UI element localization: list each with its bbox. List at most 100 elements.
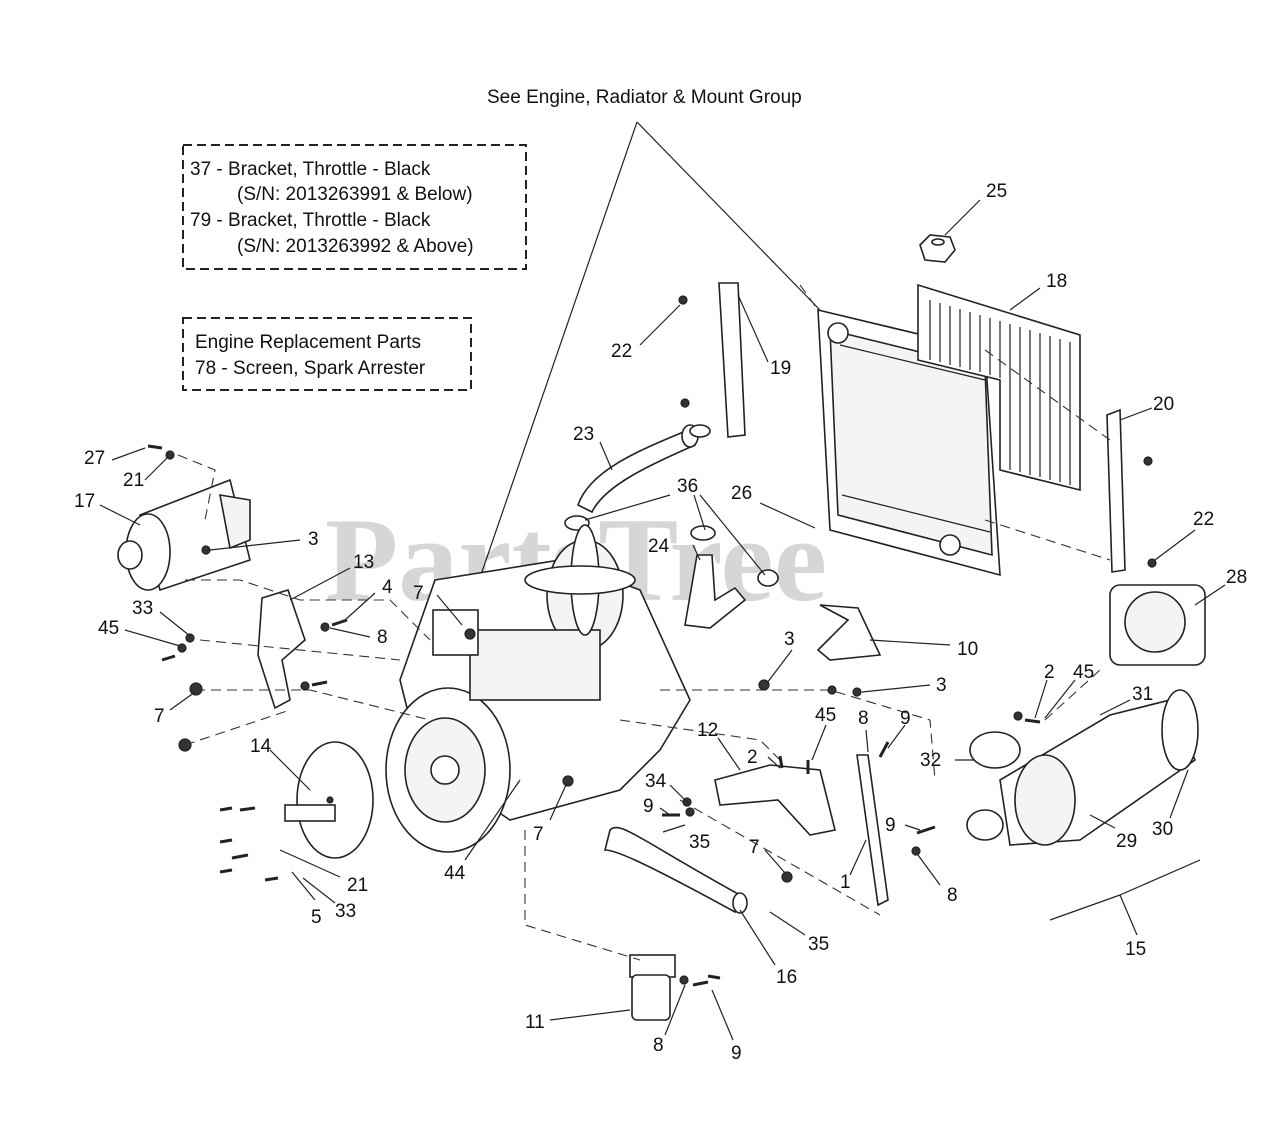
dashed-line [184, 709, 291, 746]
hose-24-drawing [684, 554, 747, 629]
leader-header-radiator [636, 121, 821, 311]
callout-2: 2 [1044, 662, 1055, 683]
callout-24: 24 [648, 536, 670, 557]
callout-35: 35 [689, 832, 710, 853]
callout-1: 1 [840, 872, 851, 893]
callout-16: 16 [776, 967, 797, 988]
strap-drawing [856, 754, 889, 907]
callout-45c: 45 [815, 705, 836, 726]
callout-32: 32 [920, 750, 941, 771]
callout-21b: 21 [347, 875, 368, 896]
callout-8c: 8 [947, 885, 958, 906]
callout-9c: 9 [885, 815, 896, 836]
dashed-line [984, 349, 1111, 441]
callout-3: 3 [308, 529, 319, 550]
callout-3b: 3 [784, 629, 795, 650]
cap-drawing [919, 234, 956, 263]
callout-2b: 2 [747, 747, 758, 768]
callout-3c: 3 [936, 675, 947, 696]
dashed-line [660, 689, 936, 781]
callout-29: 29 [1116, 831, 1137, 852]
callout-28: 28 [1226, 567, 1247, 588]
callout-9d: 9 [731, 1043, 742, 1064]
adapter-drawing [284, 741, 374, 859]
note-line: 79 - Bracket, Throttle - Black [190, 210, 431, 231]
bracket-13-drawing [257, 589, 306, 710]
dashed-line [1044, 669, 1101, 721]
dashed-line [199, 639, 401, 661]
callout-7: 7 [413, 583, 424, 604]
callout-18: 18 [1046, 271, 1067, 292]
dashed-line [619, 719, 781, 761]
bracket-19-drawing [718, 282, 746, 438]
callout-8d: 8 [653, 1035, 664, 1056]
callout-33: 33 [132, 598, 153, 619]
dashed-line [177, 454, 216, 521]
note-box-bracket: 37 - Bracket, Throttle - Black (S/N: 201… [182, 144, 527, 270]
callout-36: 36 [677, 476, 698, 497]
callout-19: 19 [770, 358, 791, 379]
callout-21: 21 [123, 470, 144, 491]
callout-8b: 8 [858, 708, 869, 729]
callout-33b: 33 [335, 901, 356, 922]
clamp-drawing [690, 525, 716, 541]
callout-15: 15 [1125, 939, 1146, 960]
callout-13: 13 [353, 552, 374, 573]
callout-9: 9 [900, 708, 911, 729]
callout-7c: 7 [533, 824, 544, 845]
clamp-drawing [689, 424, 711, 438]
fuel-filter-drawing [629, 954, 676, 1021]
callout-30: 30 [1152, 819, 1173, 840]
callout-23: 23 [573, 424, 594, 445]
bracket-10-drawing [816, 604, 882, 661]
pipe-16-drawing [603, 826, 741, 914]
callout-11: 11 [525, 1012, 545, 1033]
callout-35b: 35 [808, 934, 829, 955]
screen-drawing [917, 283, 1081, 492]
callout-9b: 9 [643, 796, 654, 817]
callout-5: 5 [311, 907, 322, 928]
callout-17: 17 [74, 491, 95, 512]
callout-labels: 25 18 22 19 20 23 36 26 22 28 27 21 17 3… [74, 181, 1247, 1064]
callout-12: 12 [697, 720, 718, 741]
dashed-line [799, 284, 819, 311]
callout-7d: 7 [749, 837, 760, 858]
dashed-line [185, 579, 431, 641]
muffler-drawing [117, 478, 251, 592]
clamp-drawing [757, 569, 779, 587]
air-cleaner-drawing [966, 584, 1206, 846]
callout-44: 44 [444, 863, 466, 884]
callout-22: 22 [611, 341, 632, 362]
leader-header-engine [454, 121, 638, 651]
note-box-engine-parts: Engine Replacement Parts 78 - Screen, Sp… [182, 317, 472, 391]
callout-45: 45 [98, 618, 119, 639]
note-line: 37 - Bracket, Throttle - Black [190, 159, 431, 180]
bracket-20-drawing [1106, 408, 1126, 573]
leader-lines [99, 199, 1226, 1041]
note-line: (S/N: 2013263991 & Below) [237, 184, 473, 205]
note-line: 78 - Screen, Spark Arrester [195, 358, 426, 379]
callout-25: 25 [986, 181, 1007, 202]
callout-22b: 22 [1193, 509, 1214, 530]
callout-34: 34 [645, 771, 667, 792]
callout-10: 10 [957, 639, 978, 660]
callout-7b: 7 [154, 706, 165, 727]
bolts [147, 444, 1041, 987]
callout-27: 27 [84, 448, 105, 469]
dashed-line [984, 519, 1111, 561]
callout-8: 8 [377, 627, 388, 648]
callout-31: 31 [1132, 684, 1153, 705]
bracket-12-drawing [714, 764, 836, 836]
pipe-end [732, 892, 748, 914]
note-line: (S/N: 2013263992 & Above) [237, 236, 474, 257]
callout-20: 20 [1153, 394, 1174, 415]
callout-45b: 45 [1073, 662, 1094, 683]
fan-drawing [524, 524, 636, 636]
callout-26: 26 [731, 483, 752, 504]
note-line: Engine Replacement Parts [195, 332, 421, 353]
dashed-line [679, 799, 881, 916]
dashed-line [195, 689, 431, 721]
header-title: See Engine, Radiator & Mount Group [487, 87, 802, 108]
callout-14: 14 [250, 736, 272, 757]
